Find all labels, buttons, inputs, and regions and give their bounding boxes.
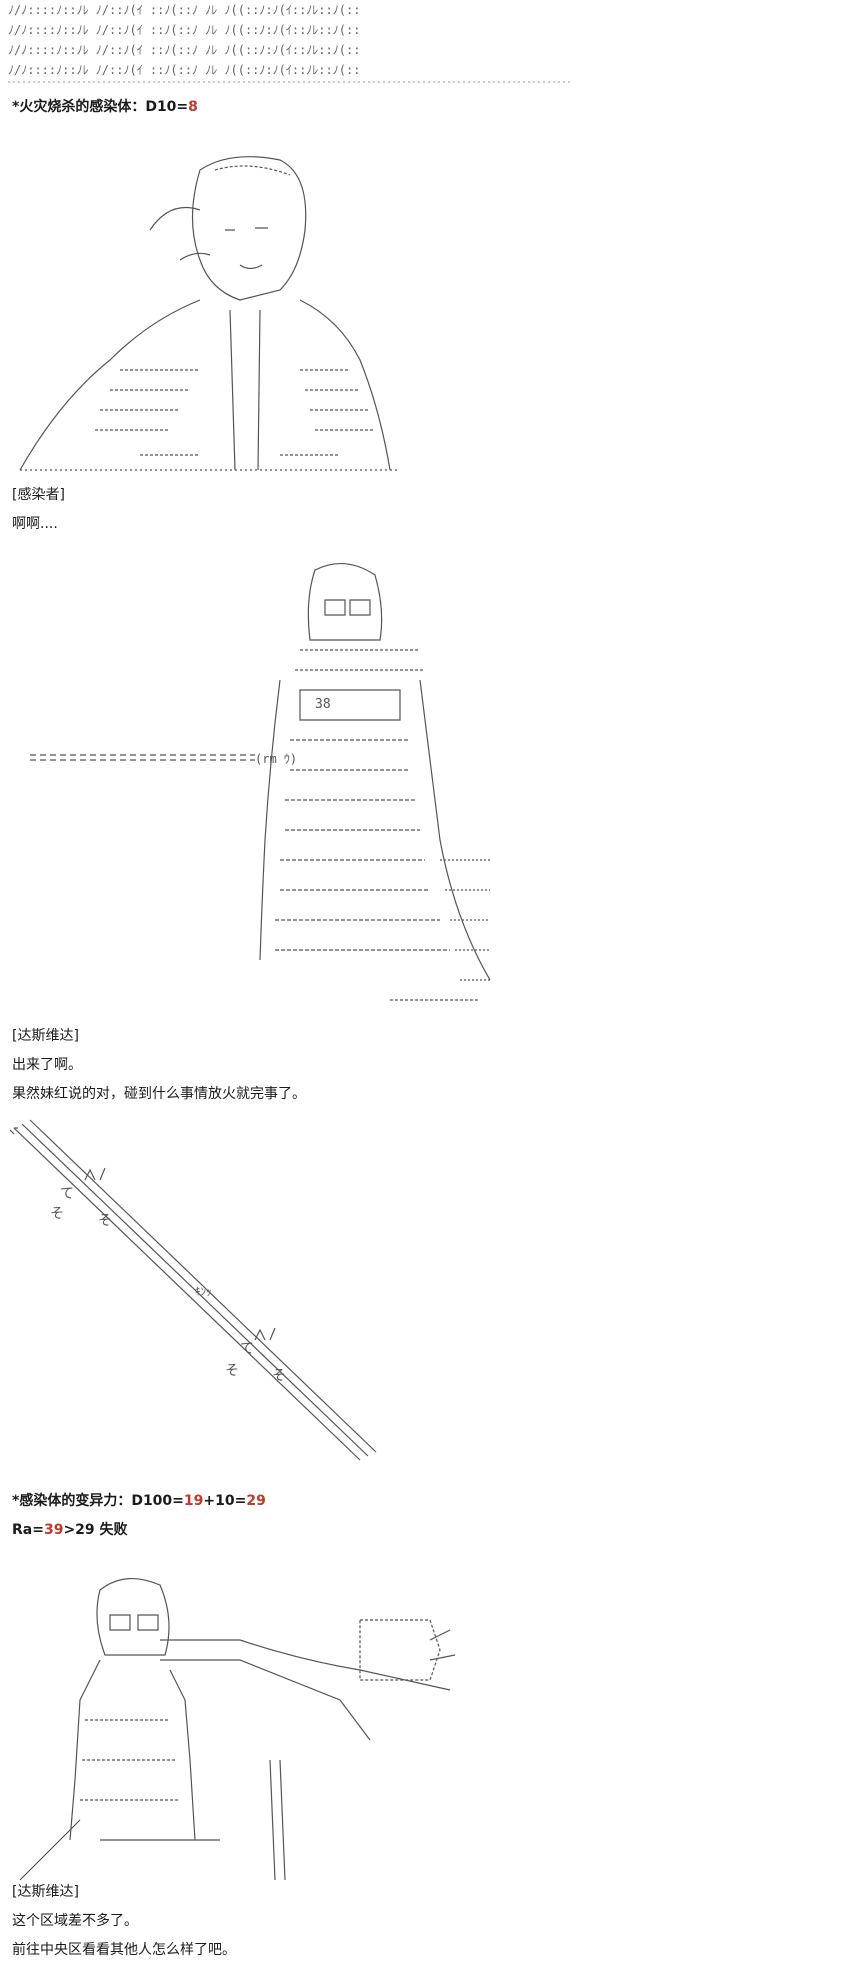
roll-outcome: >29 失败 [63,1522,128,1538]
lightsaber-slash-art: て そ そ ｷﾝｯ て そ そ [9,1119,377,1461]
roll-result: 39 [43,1522,64,1538]
roll-modifier: +10= [203,1493,247,1509]
speaker-vader: [达斯维达] [12,1028,79,1044]
speaker-infected: [感染者] [12,487,65,503]
roll-label: *感染体的变异力：D100= [12,1493,184,1509]
fire-art: ﾉ/ﾉ::::ﾉ::ﾉﾚ ﾉ/::ﾉ(ｲ ::ﾉ(::ﾉ ﾉﾚ ﾉ((::ﾉ:ﾉ… [8,3,570,83]
roll-result: 8 [188,99,198,115]
svg-text:て: て [60,1186,74,1202]
roll-label: Ra= [12,1522,44,1538]
svg-text:そ: そ [272,1368,286,1384]
roll-result: 19 [183,1493,204,1509]
svg-text:そ: そ [50,1206,64,1222]
svg-text:て: て [240,1341,254,1357]
roll-mutation: *感染体的变异力：D100=19+10=29 [12,1492,266,1510]
svg-text:ﾉ/ﾉ::::ﾉ::ﾉﾚ ﾉ/::ﾉ(ｲ ::ﾉ(::ﾉ ﾉ: ﾉ/ﾉ::::ﾉ::ﾉﾚ ﾉ/::ﾉ(ｲ ::ﾉ(::ﾉ ﾉﾚ ﾉ((::ﾉ:ﾉ… [8,63,360,77]
dialogue-line: 前往中央区看看其他人怎么样了吧。 [12,1942,236,1958]
svg-text:ﾉ/ﾉ::::ﾉ::ﾉﾚ ﾉ/::ﾉ(ｲ ::ﾉ(::ﾉ ﾉ: ﾉ/ﾉ::::ﾉ::ﾉﾚ ﾉ/::ﾉ(ｲ ::ﾉ(::ﾉ ﾉﾚ ﾉ((::ﾉ:ﾉ… [8,23,360,37]
speaker-vader: [达斯维达] [12,1884,79,1900]
dialogue-line: 这个区域差不多了。 [12,1913,138,1929]
svg-text:38: 38 [315,697,331,712]
vader-figure-art: 38 (rm ｳ) [30,562,491,1001]
roll-label: *火灾烧杀的感染体：D10= [12,99,189,115]
roll-check: Ra=39>29 失败 [12,1521,128,1539]
svg-text:ﾉ/ﾉ::::ﾉ::ﾉﾚ ﾉ/::ﾉ(ｲ ::ﾉ(::ﾉ ﾉ: ﾉ/ﾉ::::ﾉ::ﾉﾚ ﾉ/::ﾉ(ｲ ::ﾉ(::ﾉ ﾉﾚ ﾉ((::ﾉ:ﾉ… [8,43,360,57]
shooter-figure-art [19,1577,456,1881]
svg-text:そ: そ [98,1213,112,1229]
svg-text:そ: そ [225,1363,239,1379]
dialogue-line: 出来了啊。 [12,1057,82,1073]
roll-fire-kill: *火灾烧杀的感染体：D10=8 [12,98,198,116]
dialogue-line: 果然妹红说的对，碰到什么事情放火就完事了。 [12,1086,306,1102]
roll-total: 29 [246,1493,266,1509]
infected-figure-art [19,156,400,471]
svg-text:(rm ｳ): (rm ｳ) [255,752,297,766]
dialogue-line: 啊啊.... [12,516,58,532]
svg-text:ｷﾝｯ: ｷﾝｯ [195,1285,212,1298]
svg-text:ﾉ/ﾉ::::ﾉ::ﾉﾚ ﾉ/::ﾉ(ｲ ::ﾉ(::ﾉ ﾉ: ﾉ/ﾉ::::ﾉ::ﾉﾚ ﾉ/::ﾉ(ｲ ::ﾉ(::ﾉ ﾉﾚ ﾉ((::ﾉ:ﾉ… [8,3,360,17]
